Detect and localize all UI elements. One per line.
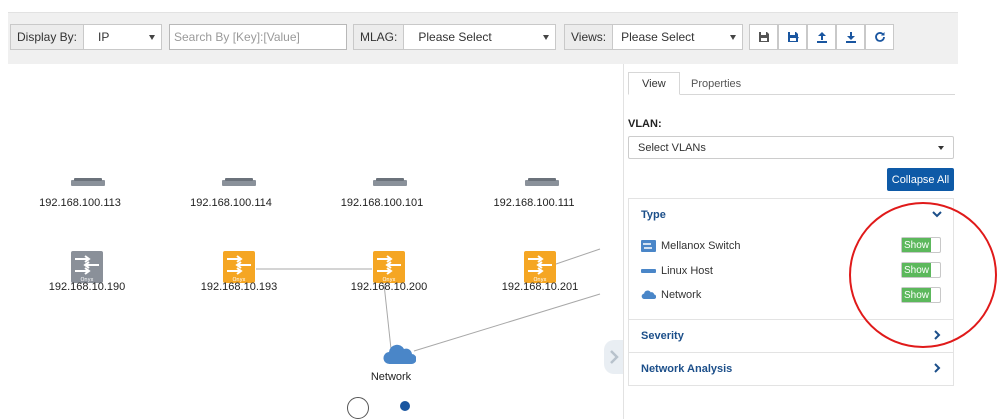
switch-icon: Onyx (377, 255, 401, 283)
views-select[interactable]: Views: Please Select (564, 24, 743, 50)
switch-node-orange[interactable]: Onyx (373, 251, 405, 283)
save-as-button[interactable] (778, 24, 807, 50)
display-by-label: Display By: (11, 25, 85, 49)
mlag-label: MLAG: (354, 25, 405, 49)
switch-badge: Onyx (533, 277, 546, 283)
switch-label: 192.168.10.190 (48, 281, 126, 293)
type-item-label: Mellanox Switch (661, 240, 741, 252)
upload-button[interactable] (807, 24, 836, 50)
vlan-label: VLAN: (628, 118, 662, 130)
type-item-network: Network (641, 286, 701, 304)
network-analysis-section: Network Analysis (628, 352, 954, 386)
type-item-label: Linux Host (661, 265, 713, 277)
chevron-down-icon (938, 146, 944, 150)
host-label: 192.168.100.101 (340, 197, 424, 209)
switch-badge: Onyx (382, 277, 395, 283)
link-network-offscreen (413, 293, 601, 352)
link-201-offscreen (555, 248, 601, 265)
cloud-icon (641, 289, 656, 301)
mlag-select[interactable]: MLAG: Please Select (353, 24, 556, 50)
chevron-down-icon (543, 35, 549, 40)
switch-icon (641, 240, 656, 252)
switch-badge: Onyx (80, 277, 93, 283)
save-icon (758, 32, 769, 42)
linux-host-icon[interactable] (70, 178, 106, 187)
chevron-right-icon (610, 350, 619, 364)
views-label: Views: (565, 25, 614, 49)
annotation-circle (849, 202, 997, 348)
network-label: Network (370, 371, 412, 383)
switch-badge: Onyx (232, 277, 245, 283)
switch-label: 192.168.10.193 (200, 281, 278, 293)
network-cloud-icon[interactable] (382, 344, 416, 366)
collapse-all-button[interactable]: Collapse All (887, 168, 954, 191)
display-by-select[interactable]: Display By: IP (10, 24, 162, 50)
upload-icon (816, 32, 827, 43)
save-button[interactable] (749, 24, 778, 50)
switch-node-orange[interactable]: Onyx (223, 251, 255, 283)
topology-links (256, 248, 601, 352)
network-analysis-section-header[interactable]: Network Analysis (629, 353, 953, 385)
save-as-icon (787, 32, 799, 42)
refresh-button[interactable] (865, 24, 894, 50)
panel-toggle-button[interactable] (604, 340, 624, 374)
type-item-mellanox-switch: Mellanox Switch (641, 237, 740, 255)
zoom-indicator-icon[interactable] (400, 401, 410, 411)
switch-label: 192.168.10.200 (350, 281, 428, 293)
chevron-down-icon (149, 35, 155, 40)
switch-node-orange[interactable]: Onyx (524, 251, 556, 283)
linux-host-icon[interactable] (221, 178, 257, 187)
host-label: 192.168.100.111 (493, 197, 575, 209)
topology-toolbar: Display By: IP MLAG: Please Select Views… (8, 12, 958, 64)
switch-icon: Onyx (75, 255, 99, 283)
type-item-linux-host: Linux Host (641, 262, 713, 280)
views-value[interactable]: Please Select (613, 25, 742, 49)
panel-tabs: View Properties (628, 72, 955, 95)
host-icon (641, 265, 656, 277)
side-panel: View Properties VLAN: Select VLANs Colla… (623, 64, 958, 419)
switch-node-gray[interactable]: Onyx (71, 251, 103, 283)
linux-host-icon[interactable] (372, 178, 408, 187)
topology-canvas[interactable]: 192.168.100.113 192.168.100.114 192.168.… (0, 64, 624, 419)
switch-icon: Onyx (227, 255, 251, 283)
mlag-value[interactable]: Please Select (404, 25, 555, 49)
download-icon (845, 32, 856, 43)
switch-icon: Onyx (528, 255, 552, 283)
type-item-label: Network (661, 289, 702, 301)
chevron-right-icon (934, 363, 941, 373)
tab-view[interactable]: View (628, 72, 680, 95)
linux-host-icon[interactable] (524, 178, 560, 187)
link-200-network (383, 283, 392, 350)
refresh-icon (874, 32, 885, 42)
search-input[interactable] (169, 24, 347, 50)
display-by-value[interactable]: IP (84, 25, 161, 49)
tab-properties[interactable]: Properties (691, 77, 742, 90)
host-label: 192.168.100.114 (190, 197, 272, 209)
host-label: 192.168.100.113 (39, 197, 121, 209)
zoom-control-icon[interactable] (347, 397, 369, 419)
vlan-select[interactable]: Select VLANs (628, 136, 954, 159)
chevron-down-icon (730, 35, 736, 40)
switch-label: 192.168.10.201 (501, 281, 579, 293)
download-button[interactable] (836, 24, 865, 50)
